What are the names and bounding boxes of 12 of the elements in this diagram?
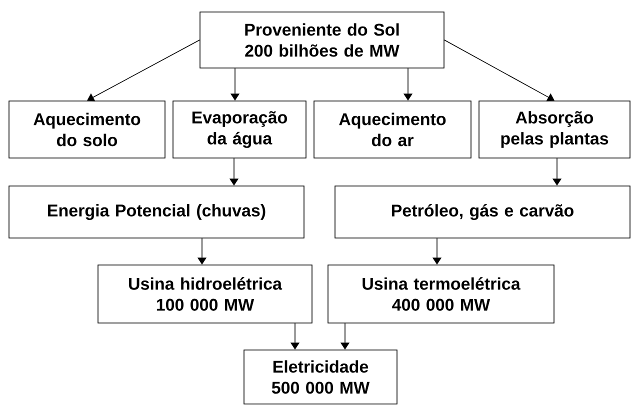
process-box: Evaporação da água — [172, 100, 306, 158]
process-box: Aquecimento do solo — [8, 100, 166, 158]
process-box: Proveniente do Sol 200 bilhões de MW — [200, 12, 444, 68]
process-box: Usina termoelétrica 400 000 MW — [328, 264, 554, 324]
process-box: Energia Potencial (chuvas) — [8, 186, 304, 238]
process-box: Petróleo, gás e carvão — [334, 186, 630, 238]
process-box: Absorção pelas plantas — [478, 100, 630, 158]
process-box: Eletricidade 500 000 MW — [244, 350, 398, 404]
process-box: Aquecimento do ar — [314, 100, 472, 158]
arrow — [87, 40, 200, 102]
process-box: Usina hidroelétrica 100 000 MW — [98, 264, 312, 324]
arrow — [444, 40, 554, 102]
